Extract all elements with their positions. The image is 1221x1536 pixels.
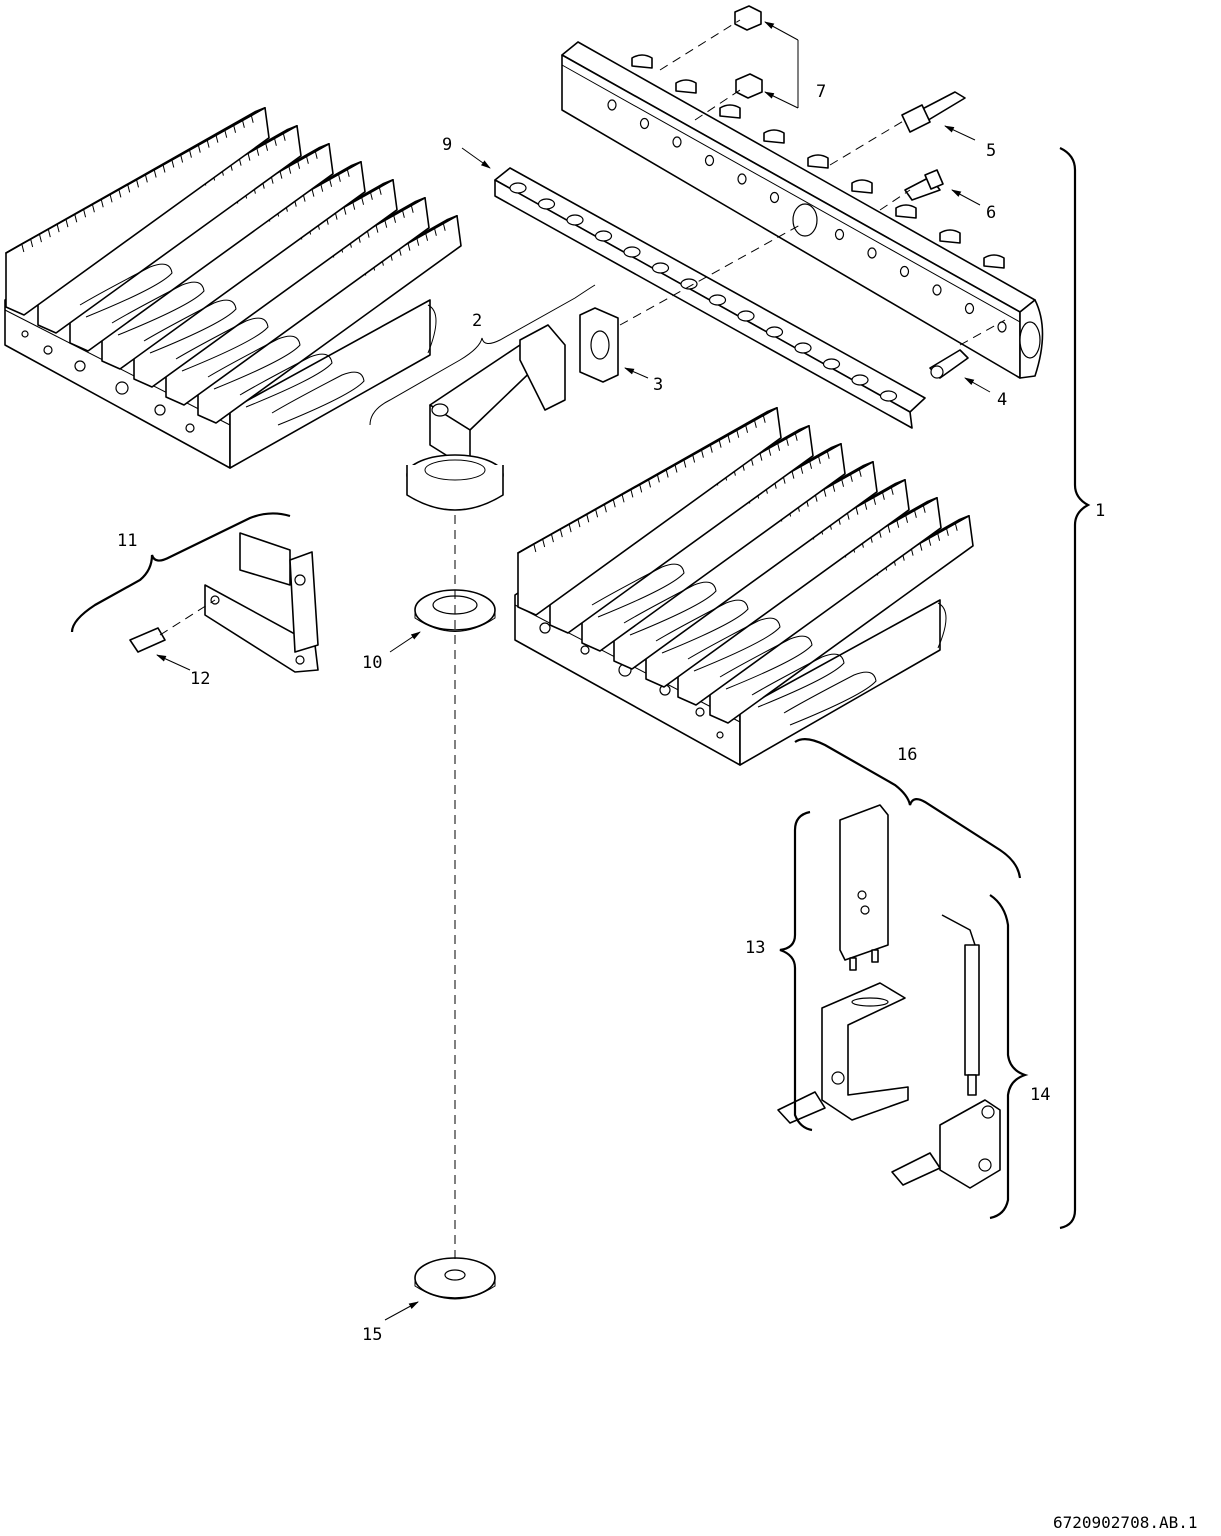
manifold-hole-icon (899, 265, 910, 278)
gasket-hole-icon (651, 262, 670, 274)
callout-4: 4 (997, 390, 1007, 410)
manifold-hole-icon (834, 228, 845, 241)
callout-10: 10 (362, 653, 382, 673)
gasket-hole-icon (708, 294, 727, 306)
nozzle-icon (929, 349, 969, 379)
manifold-hole-icon (769, 191, 780, 204)
gasket-hole-icon (623, 246, 641, 258)
callout-13: 13 (745, 938, 765, 958)
gas-connector-icon (406, 324, 566, 511)
manifold-lug-icon (939, 229, 961, 244)
brace-13 (779, 810, 813, 1132)
callout-1: 1 (1095, 501, 1105, 521)
burner-strip-icon (517, 406, 782, 618)
bracket-icon (821, 982, 909, 1121)
manifold-hole-icon (607, 99, 617, 111)
drawing-code: 6720902708.AB.1 (1053, 1513, 1198, 1532)
screw-icon (891, 1152, 941, 1186)
manifold-lug-icon (719, 104, 741, 119)
nozzle-icon (901, 91, 966, 133)
gasket-hole-icon (680, 278, 698, 290)
leader-lines (70, 21, 1022, 1321)
manifold-lug-icon (631, 54, 653, 69)
gasket-plate-icon (579, 307, 619, 383)
manifold-hole-icon (964, 302, 975, 315)
gasket-hole-icon (822, 358, 841, 370)
callout-2: 2 (472, 311, 482, 331)
manifold-hole-icon (932, 284, 942, 296)
callout-5: 5 (986, 141, 996, 161)
callout-11: 11 (117, 531, 137, 551)
callout-14: 14 (1030, 1085, 1050, 1105)
manifold-bar-icon (561, 41, 1044, 379)
gasket-hole-icon (765, 326, 784, 338)
callout-6: 6 (986, 203, 996, 223)
gasket-hole-icon (566, 214, 584, 226)
manifold-lug-icon (851, 179, 873, 194)
manifold-hole-icon (672, 136, 682, 148)
screw-icon (129, 627, 166, 653)
burner-strip-icon (5, 107, 270, 318)
gasket-hole-icon (794, 342, 812, 354)
callout-9: 9 (442, 135, 452, 155)
manifold-hole-icon (704, 154, 715, 167)
electrode-icon (839, 804, 889, 971)
screw-icon (734, 5, 763, 99)
manifold-lug-icon (675, 79, 697, 94)
manifold-hole-icon (997, 321, 1007, 333)
brace-1 (1059, 147, 1091, 1230)
callout-7: 7 (816, 82, 826, 102)
gasket-hole-icon (537, 198, 556, 210)
manifold-hole-icon (737, 173, 747, 185)
manifold-lug-icon (763, 129, 785, 144)
callout-16: 16 (897, 745, 917, 765)
gasket-disc-icon (414, 1257, 496, 1300)
manifold-hole-icon (867, 247, 877, 259)
callout-15: 15 (362, 1325, 382, 1345)
callout-12: 12 (190, 669, 210, 689)
bracket-icon (204, 532, 319, 673)
assembly-lines (159, 19, 1006, 1260)
screw-icon (904, 169, 944, 201)
bracket-icon (939, 1099, 1001, 1189)
callout-labels: 1 2 3 4 5 6 7 9 10 11 12 13 14 15 16 672… (117, 82, 1198, 1532)
right-burner-block-icon (514, 406, 974, 766)
callout-3: 3 (653, 375, 663, 395)
gasket-hole-icon (737, 310, 755, 322)
manifold-lug-icon (983, 254, 1005, 269)
gasket-strip-icon (494, 167, 926, 429)
brace-14 (989, 894, 1029, 1220)
gasket-hole-icon (594, 230, 613, 242)
gasket-hole-icon (509, 182, 527, 194)
manifold-hole-icon (639, 117, 650, 130)
electrode-icon (941, 914, 980, 1096)
left-burner-block-icon (4, 107, 462, 469)
gasket-hole-icon (879, 390, 898, 402)
screw-icon (777, 1091, 826, 1124)
manifold-lug-icon (807, 154, 829, 169)
manifold-lug-icon (895, 204, 917, 219)
gasket-hole-icon (851, 374, 869, 386)
